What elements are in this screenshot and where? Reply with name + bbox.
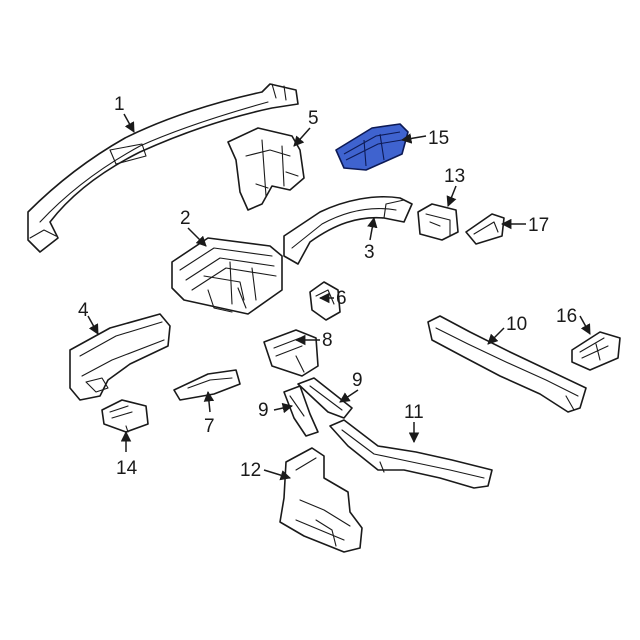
part-17-bracket[interactable] — [465, 213, 505, 245]
part-4-side-duct[interactable] — [69, 313, 171, 401]
part-11-floor-duct[interactable] — [329, 419, 493, 489]
callout-15: 15 — [428, 128, 449, 149]
leader-lines — [87, 113, 591, 481]
part-8-vent-outlet[interactable] — [263, 329, 319, 377]
part-15-highlighted-vent[interactable] — [335, 123, 409, 171]
part-16-vent-bezel[interactable] — [571, 331, 621, 371]
callout-17: 17 — [528, 215, 549, 236]
callout-2: 2 — [180, 208, 191, 229]
callout-1: 1 — [114, 94, 125, 115]
callout-9-right: 9 — [352, 370, 363, 391]
callout-6: 6 — [336, 288, 347, 309]
callout-14: 14 — [116, 458, 138, 479]
part-14-small-vent[interactable] — [101, 399, 149, 433]
callout-labels: 1 2 3 4 5 6 7 8 9 9 10 11 12 13 14 15 16… — [78, 94, 577, 481]
callout-3: 3 — [364, 242, 375, 263]
part-1-defroster-duct[interactable] — [27, 83, 299, 253]
part-10-rear-duct[interactable] — [427, 315, 587, 413]
callout-10: 10 — [506, 314, 527, 335]
callout-8: 8 — [322, 330, 333, 351]
part-3-duct[interactable] — [283, 195, 413, 265]
part-9-right-floor-duct[interactable] — [297, 377, 353, 419]
part-5-bracket[interactable] — [227, 127, 305, 211]
part-12-rear-floor-duct[interactable] — [279, 447, 363, 553]
callout-13: 13 — [444, 166, 465, 187]
callout-7: 7 — [204, 416, 215, 437]
callout-9-left: 9 — [258, 400, 269, 421]
callout-16: 16 — [556, 306, 577, 327]
callout-12: 12 — [240, 460, 261, 481]
part-7-clip[interactable] — [173, 369, 241, 401]
part-2-center-vent-housing[interactable] — [171, 237, 283, 315]
callout-11: 11 — [404, 402, 424, 423]
callout-5: 5 — [308, 108, 319, 129]
part-13-connector[interactable] — [417, 203, 459, 241]
callout-4: 4 — [78, 300, 89, 321]
